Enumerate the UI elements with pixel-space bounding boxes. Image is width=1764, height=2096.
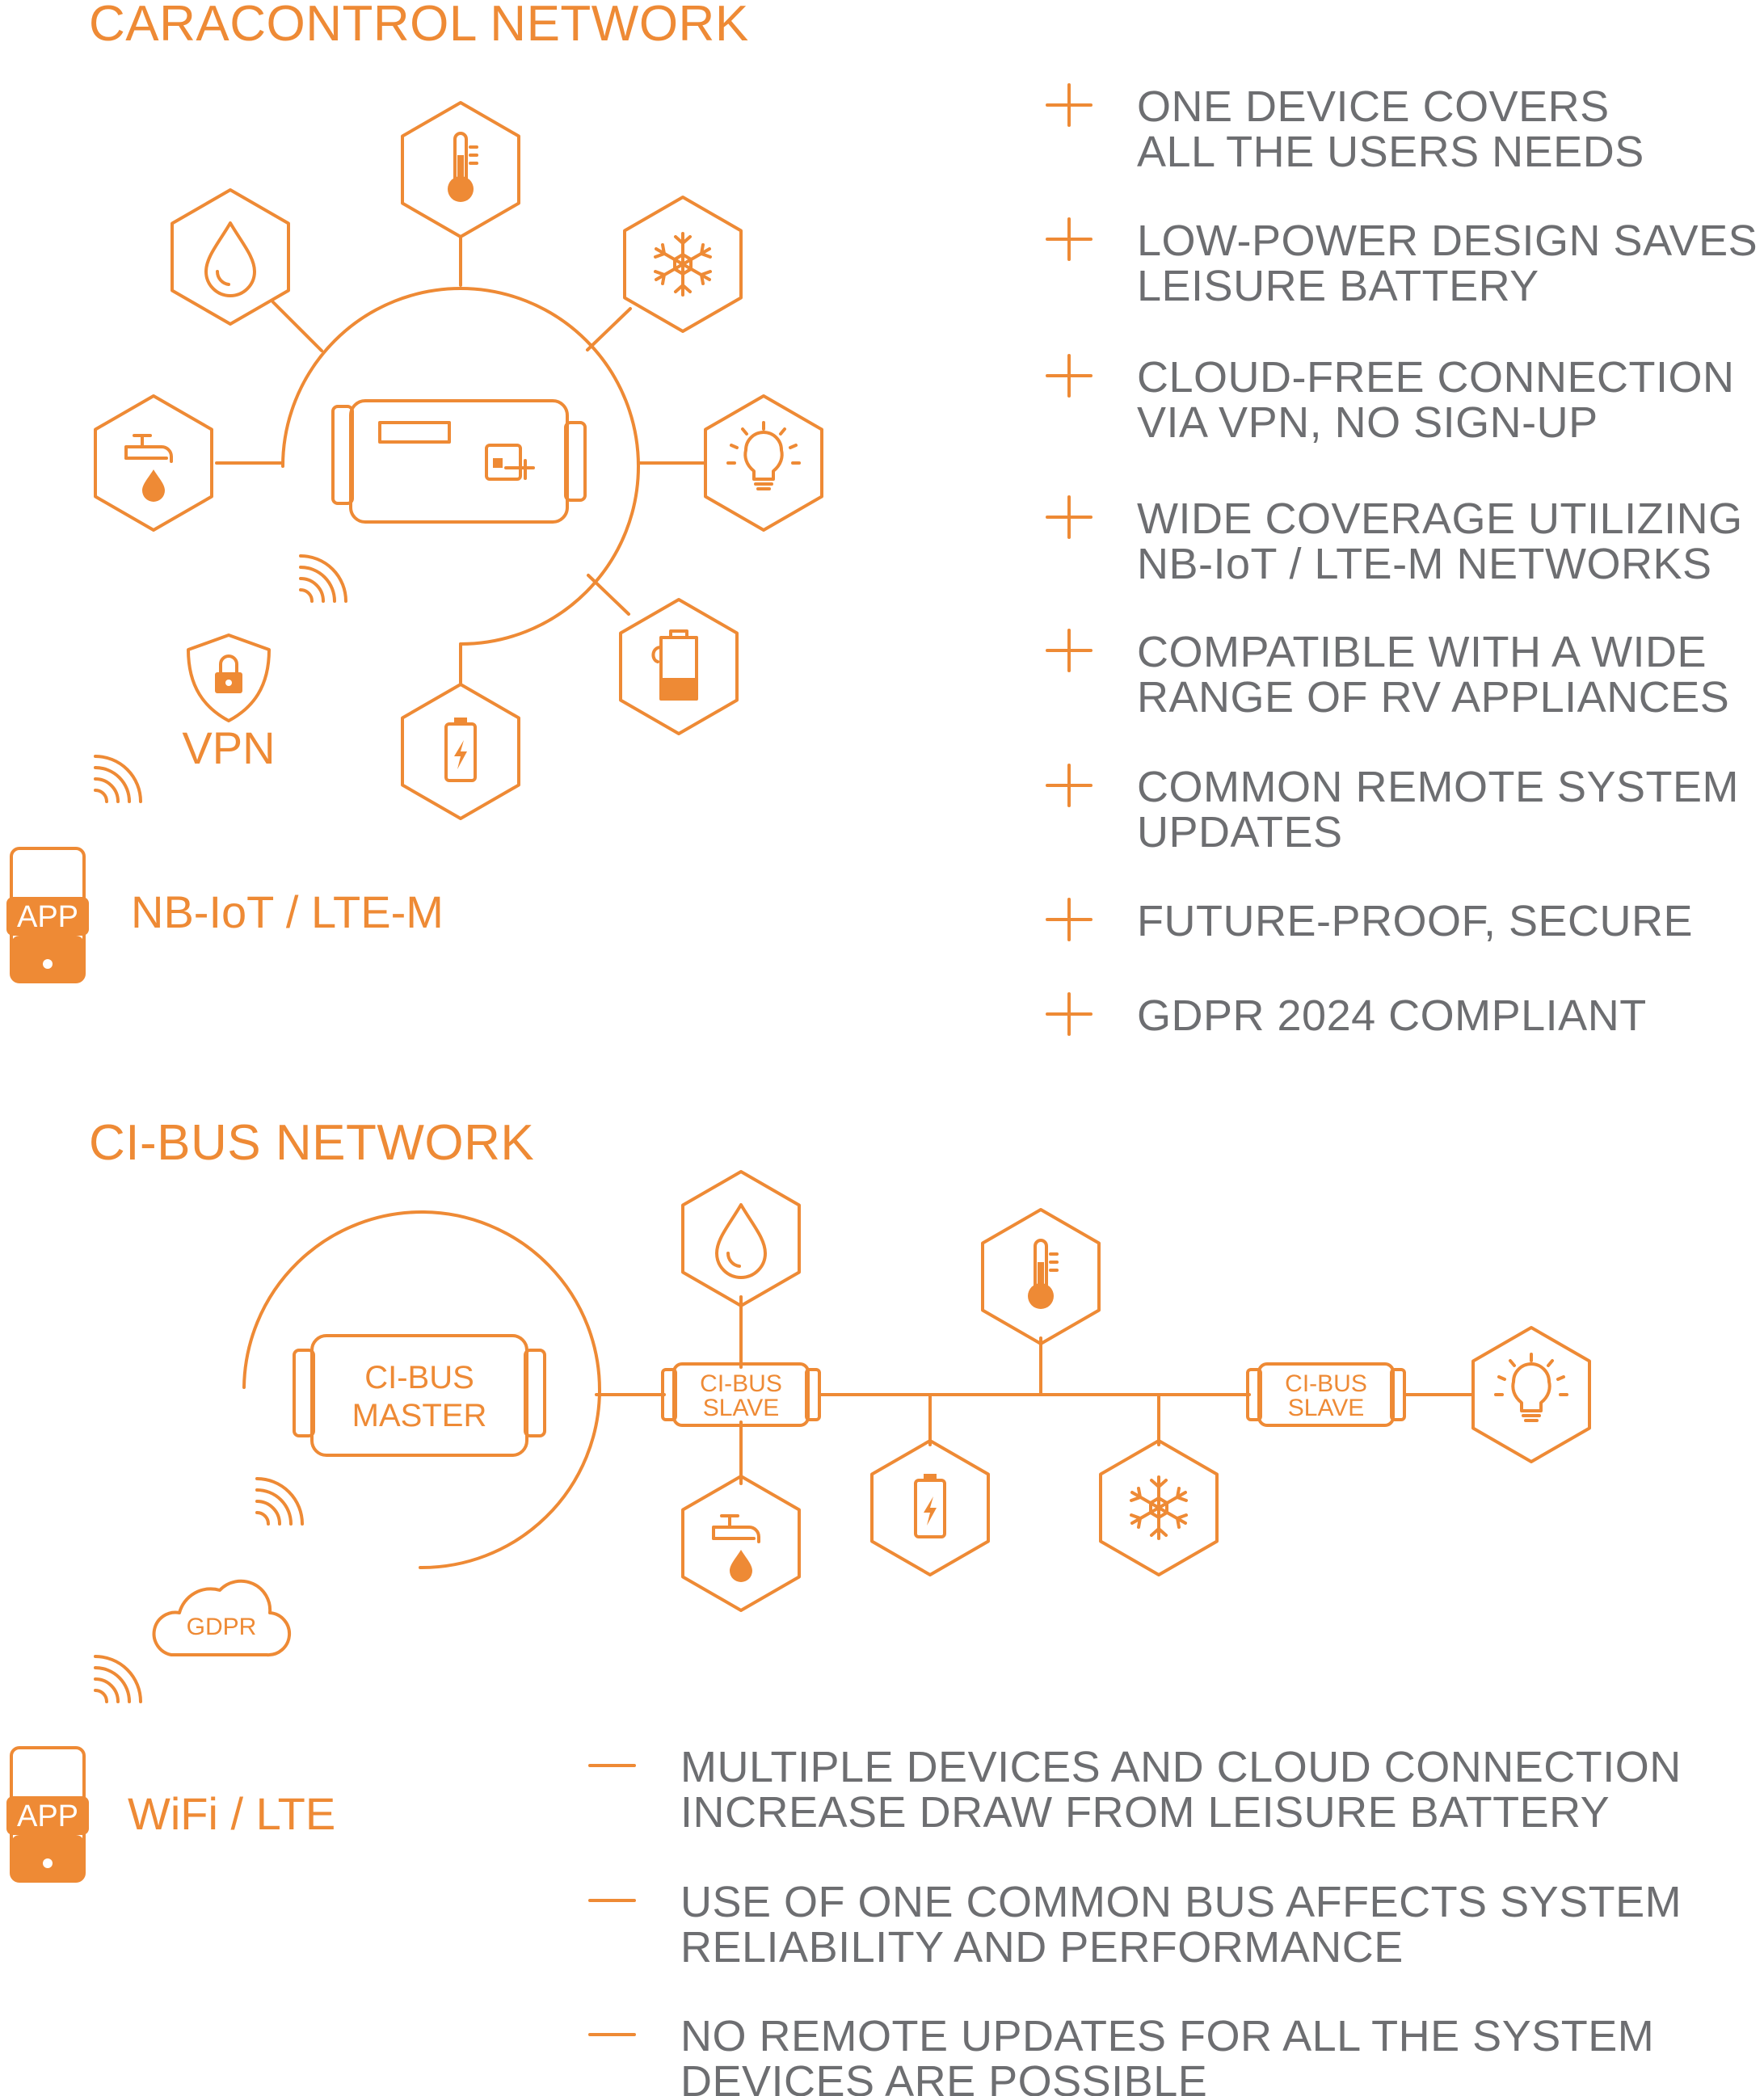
cibus-title: CI-BUS NETWORK — [89, 1115, 534, 1171]
benefit-text-line: LOW-POWER DESIGN SAVES — [1137, 217, 1758, 265]
gdpr-cloud-icon — [152, 1579, 291, 1657]
drawback-text-line: USE OF ONE COMMON BUS AFFECTS SYSTEM — [680, 1878, 1682, 1926]
caracontrol-spokes — [215, 235, 705, 684]
slave-label-line-1: CI-BUS — [1285, 1370, 1367, 1397]
vpn-label: VPN — [182, 722, 275, 773]
thermometer-icon — [446, 132, 478, 204]
water-tank-icon — [651, 629, 698, 701]
caracontrol-hub-ring — [281, 287, 640, 646]
drawback-text-line: DEVICES ARE POSSIBLE — [680, 2057, 1207, 2096]
benefit-item: FUTURE-PROOF, SECURE — [1046, 897, 1693, 945]
tap-icon — [124, 434, 173, 503]
caracontrol-device — [331, 399, 587, 524]
droplet-icon — [204, 221, 256, 297]
droplet-node — [681, 1170, 801, 1307]
snowflake-icon — [654, 232, 712, 297]
benefit-text-line: VIA VPN, NO SIGN-UP — [1137, 398, 1598, 447]
slave-label-line-2: SLAVE — [1288, 1395, 1365, 1421]
cibus-master-box — [293, 1334, 546, 1457]
drawbacks-list: MULTIPLE DEVICES AND CLOUD CONNECTIONINC… — [588, 1743, 1682, 2096]
signal-waves-icon — [94, 1655, 142, 1703]
nfc-icon — [485, 444, 535, 481]
snowflake-node — [623, 196, 743, 333]
bulb-node — [704, 394, 823, 532]
snowflake-icon — [1130, 1475, 1188, 1540]
tap-icon — [712, 1514, 760, 1584]
bulb-icon — [1494, 1353, 1568, 1422]
cibus-slave-box — [661, 1362, 821, 1427]
cibus-slave-box — [1246, 1362, 1406, 1427]
slave-label-line-1: CI-BUS — [700, 1370, 782, 1397]
plus-icon — [1046, 495, 1093, 539]
plus-icon — [1046, 83, 1093, 127]
battery-node — [401, 683, 520, 820]
network-label: WiFi / LTE — [128, 1788, 335, 1839]
drawback-text-line: RELIABILITY AND PERFORMANCE — [680, 1923, 1404, 1972]
bus-lines — [595, 1295, 1473, 1485]
benefit-text-line: ONE DEVICE COVERS — [1137, 82, 1610, 131]
bulb-icon — [726, 421, 801, 490]
signal-waves-icon — [255, 1477, 304, 1526]
plus-icon — [1046, 898, 1093, 941]
drawback-item: NO REMOTE UPDATES FOR ALL THE SYSTEMDEVI… — [588, 2012, 1654, 2096]
droplet-node — [171, 188, 290, 326]
cibus-master-ring — [242, 1210, 601, 1570]
app-label: APP — [17, 1799, 78, 1833]
drawback-text-line: INCREASE DRAW FROM LEISURE BATTERY — [680, 1788, 1610, 1837]
water-tank-node — [619, 598, 739, 735]
tap-node — [94, 394, 213, 532]
network-label: NB-IoT / LTE-M — [131, 886, 444, 937]
benefit-text-line: UPDATES — [1137, 808, 1343, 856]
plus-icon — [1046, 764, 1093, 807]
benefit-text-line: NB-IoT / LTE-M NETWORKS — [1137, 540, 1712, 588]
thermometer-icon — [1026, 1239, 1059, 1311]
tap-node — [681, 1475, 801, 1612]
battery-icon — [914, 1472, 946, 1538]
benefit-text-line: GDPR 2024 COMPLIANT — [1137, 991, 1647, 1040]
drawback-text-line: NO REMOTE UPDATES FOR ALL THE SYSTEM — [680, 2012, 1654, 2060]
thermometer-node — [401, 101, 520, 238]
signal-waves-icon — [94, 755, 142, 803]
vpn-shield-icon — [187, 633, 271, 722]
snowflake-node — [1099, 1439, 1219, 1576]
master-label-line-1: CI-BUS — [364, 1360, 474, 1395]
benefit-text-line: CLOUD-FREE CONNECTION — [1137, 353, 1735, 402]
benefit-text-line: WIDE COVERAGE UTILIZING — [1137, 495, 1743, 543]
signal-waves-icon — [299, 554, 347, 603]
benefit-text-line: COMPATIBLE WITH A WIDE — [1137, 628, 1707, 676]
benefit-text-line: FUTURE-PROOF, SECURE — [1137, 897, 1693, 945]
droplet-icon — [715, 1203, 767, 1279]
benefit-text-line: RANGE OF RV APPLIANCES — [1137, 673, 1729, 722]
benefit-item: GDPR 2024 COMPLIANT — [1046, 991, 1647, 1040]
benefit-text-line: ALL THE USERS NEEDS — [1137, 128, 1644, 176]
gdpr-label: GDPR — [187, 1614, 257, 1640]
plus-icon — [1046, 217, 1093, 261]
master-label-line-2: MASTER — [352, 1398, 487, 1433]
benefit-text-line: LEISURE BATTERY — [1137, 262, 1539, 310]
bulb-node — [1471, 1326, 1591, 1463]
plus-icon — [1046, 992, 1093, 1036]
drawback-item: USE OF ONE COMMON BUS AFFECTS SYSTEMRELI… — [588, 1878, 1682, 1972]
caracontrol-title: CARACONTROL NETWORK — [89, 0, 749, 52]
app-label: APP — [17, 900, 78, 934]
battery-node — [870, 1439, 990, 1576]
plus-icon — [1046, 629, 1093, 672]
plus-icon — [1046, 354, 1093, 398]
drawback-item: MULTIPLE DEVICES AND CLOUD CONNECTIONINC… — [588, 1743, 1682, 1837]
slave-label-line-2: SLAVE — [703, 1395, 780, 1421]
benefit-text-line: COMMON REMOTE SYSTEM — [1137, 763, 1739, 811]
battery-icon — [444, 716, 477, 782]
drawback-text-line: MULTIPLE DEVICES AND CLOUD CONNECTION — [680, 1743, 1682, 1791]
thermometer-node — [981, 1208, 1101, 1345]
